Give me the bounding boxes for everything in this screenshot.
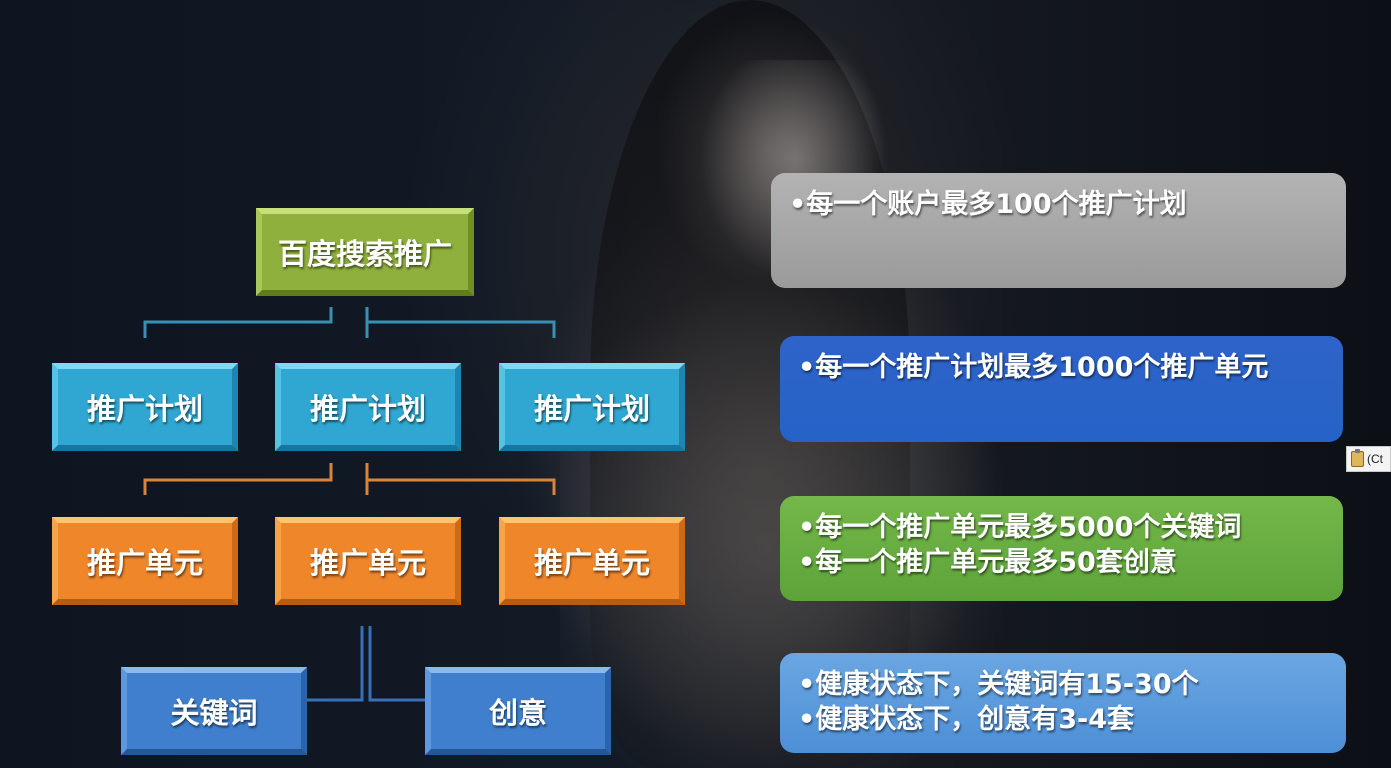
root-box-baidu-search-promotion[interactable]: 百度搜索推广	[256, 208, 474, 296]
panel-line: •每一个账户最多100个推广计划	[789, 189, 1187, 220]
unit-box-label: 推广单元	[533, 546, 650, 580]
unit-box[interactable]: 推广单元	[52, 517, 238, 605]
panel-line: •每一个推广单元最多5000个关键词	[798, 512, 1242, 543]
creative-box[interactable]: 创意	[425, 667, 611, 755]
root-box-label: 百度搜索推广	[277, 237, 452, 271]
paste-options-label: (Ct	[1367, 452, 1383, 466]
paste-options-button[interactable]: (Ct	[1346, 446, 1391, 472]
keyword-box-label: 关键词	[170, 696, 258, 730]
info-panel-unit[interactable]: •每一个推广单元最多5000个关键词 •每一个推广单元最多50套创意	[780, 496, 1343, 601]
plan-box[interactable]: 推广计划	[499, 363, 685, 451]
keyword-box[interactable]: 关键词	[121, 667, 307, 755]
plan-box-label: 推广计划	[86, 392, 203, 426]
unit-box-label: 推广单元	[86, 546, 203, 580]
panel-line: •每一个推广计划最多1000个推广单元	[798, 352, 1269, 383]
panel-line: •健康状态下，关键词有15-30个	[798, 669, 1199, 700]
clipboard-icon	[1351, 449, 1364, 467]
unit-box[interactable]: 推广单元	[499, 517, 685, 605]
unit-box[interactable]: 推广单元	[275, 517, 461, 605]
panel-line: •每一个推广单元最多50套创意	[798, 547, 1177, 578]
info-panel-account[interactable]: •每一个账户最多100个推广计划	[771, 173, 1346, 288]
plan-box-label: 推广计划	[309, 392, 426, 426]
info-panel-health[interactable]: •健康状态下，关键词有15-30个 •健康状态下，创意有3-4套	[780, 653, 1346, 753]
creative-box-label: 创意	[488, 696, 547, 730]
plan-box[interactable]: 推广计划	[275, 363, 461, 451]
info-panel-plan[interactable]: •每一个推广计划最多1000个推广单元	[780, 336, 1343, 442]
panel-line: •健康状态下，创意有3-4套	[798, 704, 1135, 735]
plan-box[interactable]: 推广计划	[52, 363, 238, 451]
unit-box-label: 推广单元	[309, 546, 426, 580]
plan-box-label: 推广计划	[533, 392, 650, 426]
